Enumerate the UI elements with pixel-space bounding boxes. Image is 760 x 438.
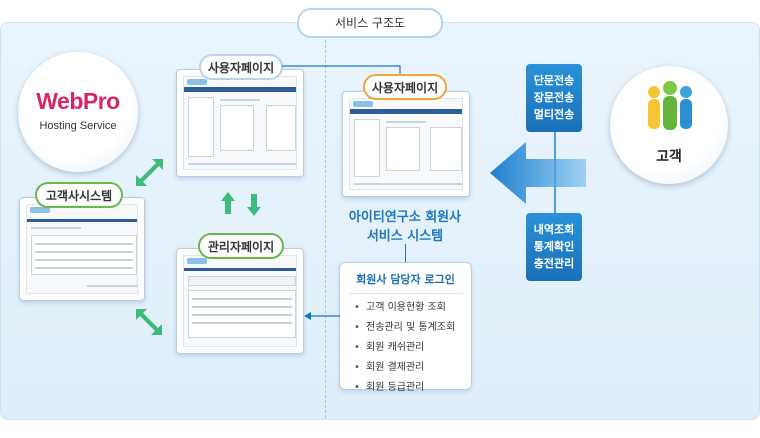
login-box-heading: 회원사 담당자 로그인 <box>356 273 455 286</box>
login-feature-item: 전송관리 및 통계조회 <box>354 318 471 338</box>
label-user-page-left: 사용자페이지 <box>199 54 283 80</box>
service-statistics: 통계확인 <box>533 240 575 253</box>
admin-page-thumbnail <box>176 248 304 354</box>
webpro-logo: WebPro <box>36 88 120 114</box>
member-system-title: 아이티연구소 회원사 <box>348 210 462 225</box>
service-send-sms: 단문전송 <box>533 74 575 87</box>
people-icon <box>648 81 692 130</box>
login-feature-list: 고객 이용현황 조회 전송관리 및 통계조회 회원 캐쉬관리 회원 결제관리 회… <box>354 298 471 398</box>
connector-member-login <box>405 244 406 264</box>
double-arrow-userpage-admin <box>221 192 261 216</box>
login-feature-item: 회원 결제관리 <box>354 358 471 378</box>
user-page-thumbnail-right <box>342 91 470 197</box>
login-feature-item: 회원 캐쉬관리 <box>354 338 471 358</box>
service-send-lms: 장문전송 <box>533 91 575 104</box>
label-user-page-right: 사용자페이지 <box>363 74 447 100</box>
login-feature-item: 고객 이용현황 조회 <box>354 298 471 318</box>
label-customer-system: 고객사시스템 <box>35 182 123 208</box>
connector-login-admin <box>304 312 340 320</box>
customer-circle: 고객 <box>610 66 728 184</box>
member-login-box: 회원사 담당자 로그인 고객 이용현황 조회 전송관리 및 통계조회 회원 캐쉬… <box>339 262 472 398</box>
member-system-subtitle: 서비스 시스템 <box>366 229 444 244</box>
double-arrow-customer-admin <box>136 309 162 335</box>
user-page-thumbnail-left <box>176 69 304 177</box>
webpro-logo-circle: WebPro Hosting Service <box>18 52 138 172</box>
service-send-mms: 멀티전송 <box>533 108 575 121</box>
double-arrow-webpro-userpage <box>136 159 163 186</box>
webpro-logo-subtitle: Hosting Service <box>39 120 117 132</box>
service-charge: 충전관리 <box>533 257 575 270</box>
label-admin-page: 관리자페이지 <box>198 233 284 259</box>
send-services-button: 단문전송 장문전송 멀티전송 <box>526 64 582 132</box>
section-divider <box>325 40 326 418</box>
service-history: 내역조회 <box>533 223 575 236</box>
management-services-button: 내역조회 통계확인 충전관리 <box>526 213 582 281</box>
big-blue-arrow <box>490 142 586 204</box>
service-connector <box>554 128 556 216</box>
diagram-title: 서비스 구조도 <box>297 8 443 38</box>
customer-system-thumbnail <box>19 197 145 301</box>
customer-label: 고객 <box>656 149 682 165</box>
login-feature-item: 회원 등급관리 <box>354 378 471 398</box>
